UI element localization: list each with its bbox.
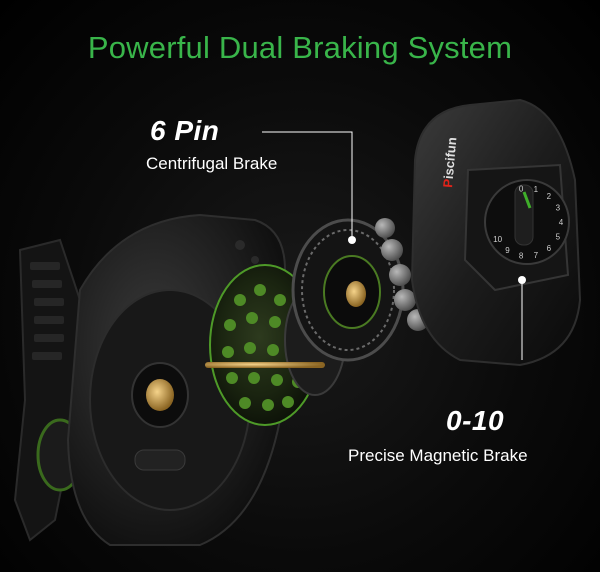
magnetic-brake-value: 0-10 <box>446 405 505 436</box>
dial-number: 5 <box>556 232 561 241</box>
dial-number: 3 <box>556 204 561 213</box>
dial-number: 6 <box>547 244 552 253</box>
headline: Powerful Dual Braking System <box>87 30 513 65</box>
brand-wordmark: Piscifun <box>440 137 459 189</box>
dial-number: 10 <box>493 235 502 244</box>
magnetic-brake-label: Precise Magnetic Brake <box>348 446 528 465</box>
dial-number: 9 <box>505 246 510 255</box>
dial-number: 2 <box>547 192 552 201</box>
centrifugal-brake-label: Centrifugal Brake <box>146 154 278 173</box>
dial-number: 4 <box>559 218 564 227</box>
centrifugal-brake-ring <box>291 218 405 362</box>
dial-number: 1 <box>534 185 539 194</box>
dial-number: 0 <box>519 185 524 194</box>
centrifugal-brake-value: 6 Pin <box>150 115 220 146</box>
dial-number: 7 <box>534 251 539 260</box>
callout-dot-pin <box>348 236 356 244</box>
dial-number: 8 <box>519 252 524 261</box>
callout-dot-magnet <box>518 276 526 284</box>
callout-lines <box>262 131 523 360</box>
